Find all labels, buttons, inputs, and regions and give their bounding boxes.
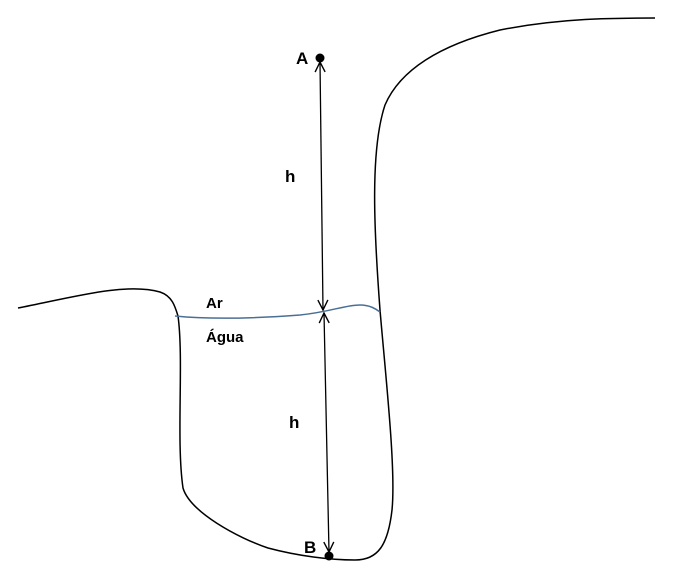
air-label: Ar: [206, 295, 223, 312]
point-a-dot: [315, 53, 325, 63]
terrain-outline: [17, 17, 656, 561]
height-arrow-upper: [320, 62, 323, 310]
height-label-lower: h: [289, 413, 299, 432]
point-b-dot: [324, 551, 334, 561]
point-b-label: B: [304, 538, 316, 557]
height-label-upper: h: [285, 167, 295, 186]
height-arrow-lower: [324, 313, 329, 552]
water-label: Água: [206, 329, 244, 346]
point-a-label: A: [296, 49, 308, 68]
